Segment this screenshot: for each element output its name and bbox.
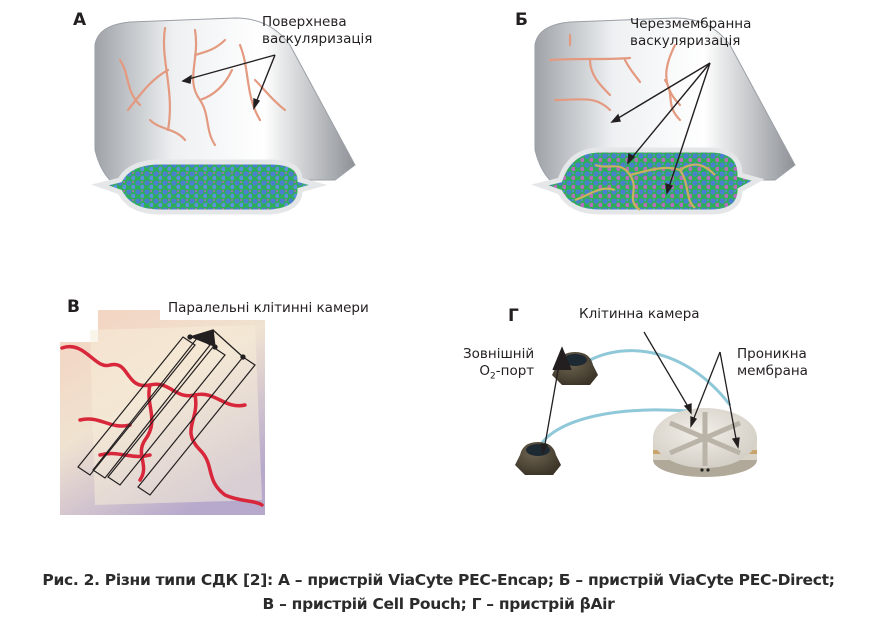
panel-g-device-photo	[515, 331, 757, 477]
panel-g-membrane-line1: Проникна	[737, 346, 807, 362]
panel-b-cell-chamber	[531, 147, 765, 215]
panel-v-letter: В	[67, 297, 80, 317]
panel-g-letter: Г	[508, 306, 519, 326]
panel-a-label: Поверхнева васкуляризація	[262, 14, 372, 48]
panel-g-membrane-line2: мембрана	[737, 363, 808, 379]
panel-g-o2-port-line1: Зовнішній	[463, 346, 535, 362]
panel-g: Г Клітинна камера Зовнішній O2-порт Прон…	[440, 280, 877, 530]
panel-b-label-line1: Черезмембранна	[630, 16, 752, 32]
panel-a-device-illustration	[91, 17, 356, 215]
panel-b-label: Черезмембранна васкуляризація	[630, 16, 751, 50]
panel-a: А	[0, 0, 440, 260]
panel-g-membrane-label: Проникна мембрана	[737, 346, 808, 380]
panel-g-disc-device	[653, 408, 757, 477]
panel-a-label-line2: васкуляризація	[262, 31, 373, 47]
panel-a-device-shell	[94, 17, 356, 181]
panel-a-pointer-lines	[181, 54, 276, 111]
figure-caption: Рис. 2. Різни типи СДК [2]: А – пристрій…	[0, 568, 877, 616]
o2-subscript: 2	[490, 371, 496, 382]
panel-b-surface-vessels	[548, 33, 682, 122]
panel-v: В Паралельні клітинні камери	[0, 280, 440, 530]
panel-v-label: Паралельні клітинні камери	[168, 300, 369, 316]
panel-g-o2-port-label: Зовнішній O2-порт	[463, 346, 534, 386]
panel-g-o2-port-bottom	[515, 442, 561, 475]
panel-b-letter: Б	[515, 10, 528, 30]
panel-g-cell-chamber-label: Клітинна камера	[579, 306, 700, 322]
panel-b-label-line2: васкуляризація	[630, 33, 741, 49]
panel-v-pointer-lines	[187, 329, 246, 360]
panel-b-device-illustration	[531, 17, 796, 215]
panel-b: Б	[440, 0, 877, 260]
panel-a-letter: А	[73, 10, 87, 30]
o2-prefix: O	[479, 363, 491, 379]
panel-b-through-membrane-vessels	[574, 163, 716, 211]
panel-a-label-line1: Поверхнева	[262, 14, 347, 30]
o2-suffix: -порт	[495, 363, 535, 379]
panel-v-device-photo	[60, 298, 270, 515]
panel-a-surface-vessels	[118, 26, 287, 147]
panel-b-pointer-lines	[610, 62, 711, 195]
panel-g-pointer-lines	[540, 331, 740, 455]
figure-caption-line2: В – пристрій Cell Pouch; Г – пристрій βA…	[262, 595, 615, 613]
figure-caption-line1: Рис. 2. Різни типи СДК [2]: А – пристрій…	[42, 571, 835, 589]
panel-g-o2-port-line2: O2-порт	[463, 363, 534, 386]
panel-a-cell-chamber	[91, 159, 328, 215]
